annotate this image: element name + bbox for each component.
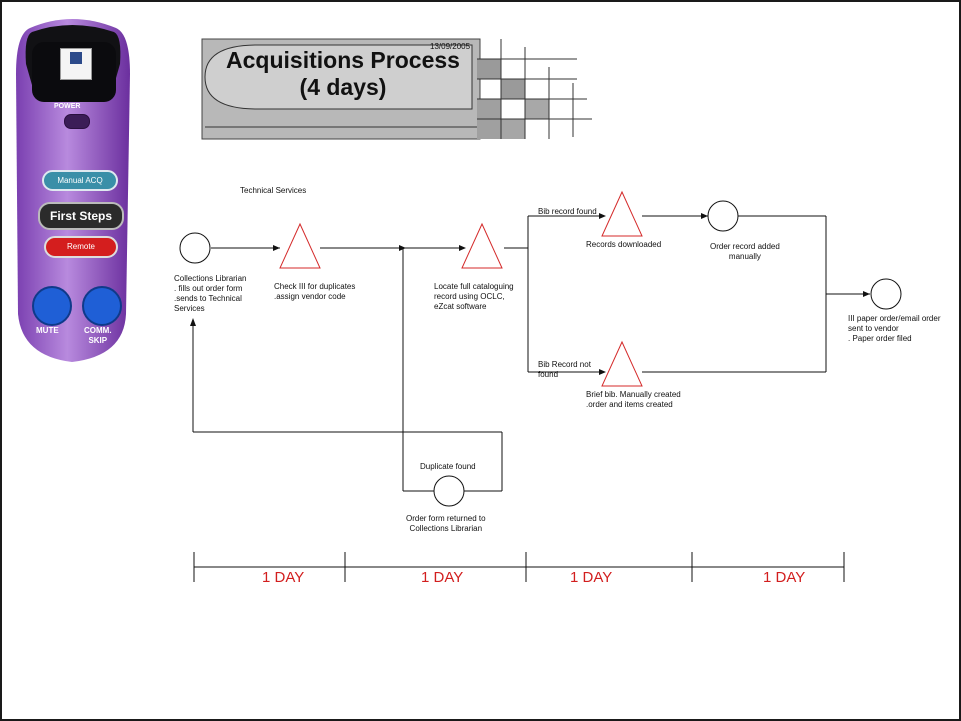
comm-skip-label: COMM. SKIP xyxy=(84,326,112,345)
node-order-record xyxy=(707,200,739,232)
manual-acq-button[interactable]: Manual ACQ xyxy=(42,170,118,191)
node-order-returned xyxy=(433,475,465,507)
label-order-record-added: Order record added manually xyxy=(710,242,780,261)
label-check-duplicates: Check III for duplicates .assign vendor … xyxy=(274,282,356,301)
end-node-paper-order xyxy=(870,278,902,310)
timeline xyxy=(193,552,845,582)
title-line1: Acquisitions Process xyxy=(226,47,460,73)
comm-skip-button[interactable] xyxy=(82,286,122,326)
power-button[interactable] xyxy=(64,114,90,129)
triangle-records-downloaded xyxy=(601,190,643,237)
mute-button[interactable] xyxy=(32,286,72,326)
start-node-collections xyxy=(179,232,211,264)
screen-logo xyxy=(60,48,92,80)
title-line2: (4 days) xyxy=(299,74,387,100)
label-duplicate-found: Duplicate found xyxy=(420,462,476,471)
label-brief-bib: Brief bib. Manually created .order and i… xyxy=(586,390,681,409)
day-label-3: 1 DAY xyxy=(570,569,613,586)
day-label-2: 1 DAY xyxy=(421,569,464,586)
mute-label: MUTE xyxy=(36,326,59,335)
label-paper-order: III paper order/email order sent to vend… xyxy=(848,314,941,343)
decision-triangles xyxy=(279,190,643,387)
day-label-1: 1 DAY xyxy=(262,569,305,586)
label-records-downloaded: Records downloaded xyxy=(586,240,662,249)
label-order-returned: Order form returned to Collections Libra… xyxy=(406,514,486,533)
day-label-4: 1 DAY xyxy=(763,569,806,586)
connectors xyxy=(192,215,870,492)
lane-label: Technical Services xyxy=(240,186,307,195)
date-label: 13/09/2005 xyxy=(430,42,471,51)
triangle-brief-bib xyxy=(601,340,643,387)
label-collections-librarian: Collections Librarian . fills out order … xyxy=(174,274,247,313)
triangle-locate-record xyxy=(461,222,503,269)
label-bib-not-found: Bib Record not found xyxy=(538,360,591,379)
label-bib-found: Bib record found xyxy=(538,207,597,216)
header-graphic xyxy=(201,38,592,140)
process-nodes xyxy=(179,200,902,507)
label-locate-record: Locate full cataloguing record using OCL… xyxy=(434,282,514,311)
triangle-check-duplicates xyxy=(279,222,321,269)
page-title: Acquisitions Process (4 days) xyxy=(207,47,479,101)
power-label: POWER xyxy=(54,103,81,110)
first-steps-button[interactable]: First Steps xyxy=(38,202,124,230)
remote-device: POWER Manual ACQ First Steps Remote MUTE… xyxy=(12,14,134,364)
remote-button[interactable]: Remote xyxy=(44,236,118,258)
arrowheads xyxy=(190,213,870,375)
